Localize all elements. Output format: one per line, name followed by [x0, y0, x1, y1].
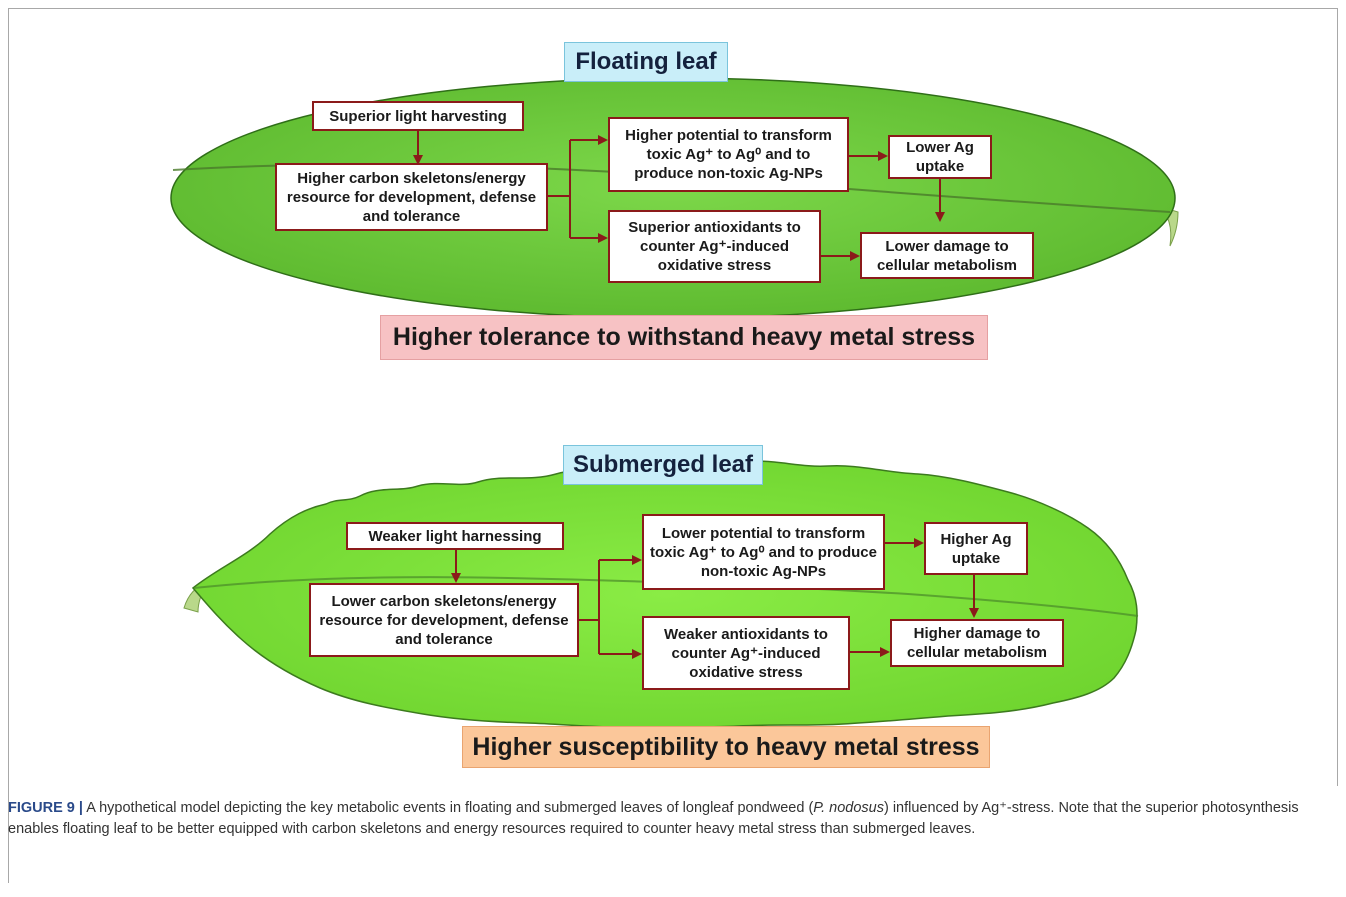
floating-box-carbon: Higher carbon skeletons/energy resource …	[275, 163, 548, 231]
submerged-box-antioxidants: Weaker antioxidants to counter Ag⁺-induc…	[642, 616, 850, 690]
submerged-box-damage: Higher damage to cellular metabolism	[890, 619, 1064, 667]
figure-panel	[8, 8, 1338, 786]
caption-text-1: A hypothetical model depicting the key m…	[82, 800, 814, 816]
figure-caption: FIGURE 9 | A hypothetical model depictin…	[8, 798, 1338, 840]
floating-box-uptake: Lower Ag uptake	[888, 135, 992, 179]
submerged-box-light: Weaker light harnessing	[346, 522, 564, 550]
floating-leaf-title: Floating leaf	[564, 42, 728, 82]
submerged-box-uptake: Higher Ag uptake	[924, 522, 1028, 575]
submerged-box-transform: Lower potential to transform toxic Ag⁺ t…	[642, 514, 885, 590]
floating-box-antioxidants: Superior antioxidants to counter Ag⁺-ind…	[608, 210, 821, 283]
submerged-box-carbon: Lower carbon skeletons/energy resource f…	[309, 583, 579, 657]
caption-species: P. nodosus	[813, 800, 884, 816]
submerged-result-banner: Higher susceptibility to heavy metal str…	[462, 726, 990, 768]
figure-frame: Floating leaf Superior light harvesting …	[8, 8, 1338, 883]
caption-text-2: ) influenced by Ag⁺-stress. Note that th…	[8, 800, 1299, 837]
floating-result-banner: Higher tolerance to withstand heavy meta…	[380, 315, 988, 360]
caption-rule	[8, 786, 9, 883]
floating-box-light: Superior light harvesting	[312, 101, 524, 131]
figure-label: FIGURE 9 |	[8, 800, 83, 816]
floating-box-damage: Lower damage to cellular metabolism	[860, 232, 1034, 279]
floating-box-transform: Higher potential to transform toxic Ag⁺ …	[608, 117, 849, 192]
submerged-leaf-title: Submerged leaf	[563, 445, 763, 485]
